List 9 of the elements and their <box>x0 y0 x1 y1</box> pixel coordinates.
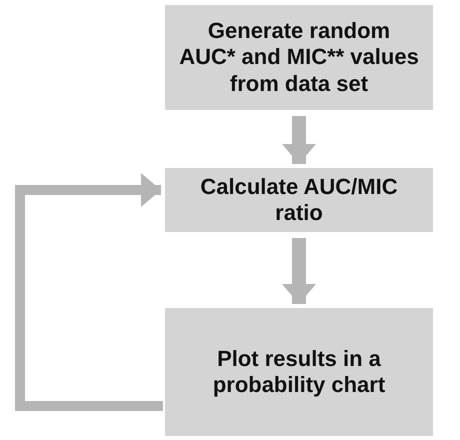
arrow <box>282 116 316 164</box>
arrow <box>282 238 316 304</box>
process-box <box>165 168 433 232</box>
process-box <box>165 5 433 110</box>
step-text: Generate random AUC* and MIC** values from data set <box>179 18 419 98</box>
process-box <box>165 308 433 436</box>
step-text: Plot results in a probability chart <box>212 346 386 398</box>
arrow <box>15 173 163 411</box>
step-text: Calculate AUC/MIC ratio <box>199 174 399 226</box>
